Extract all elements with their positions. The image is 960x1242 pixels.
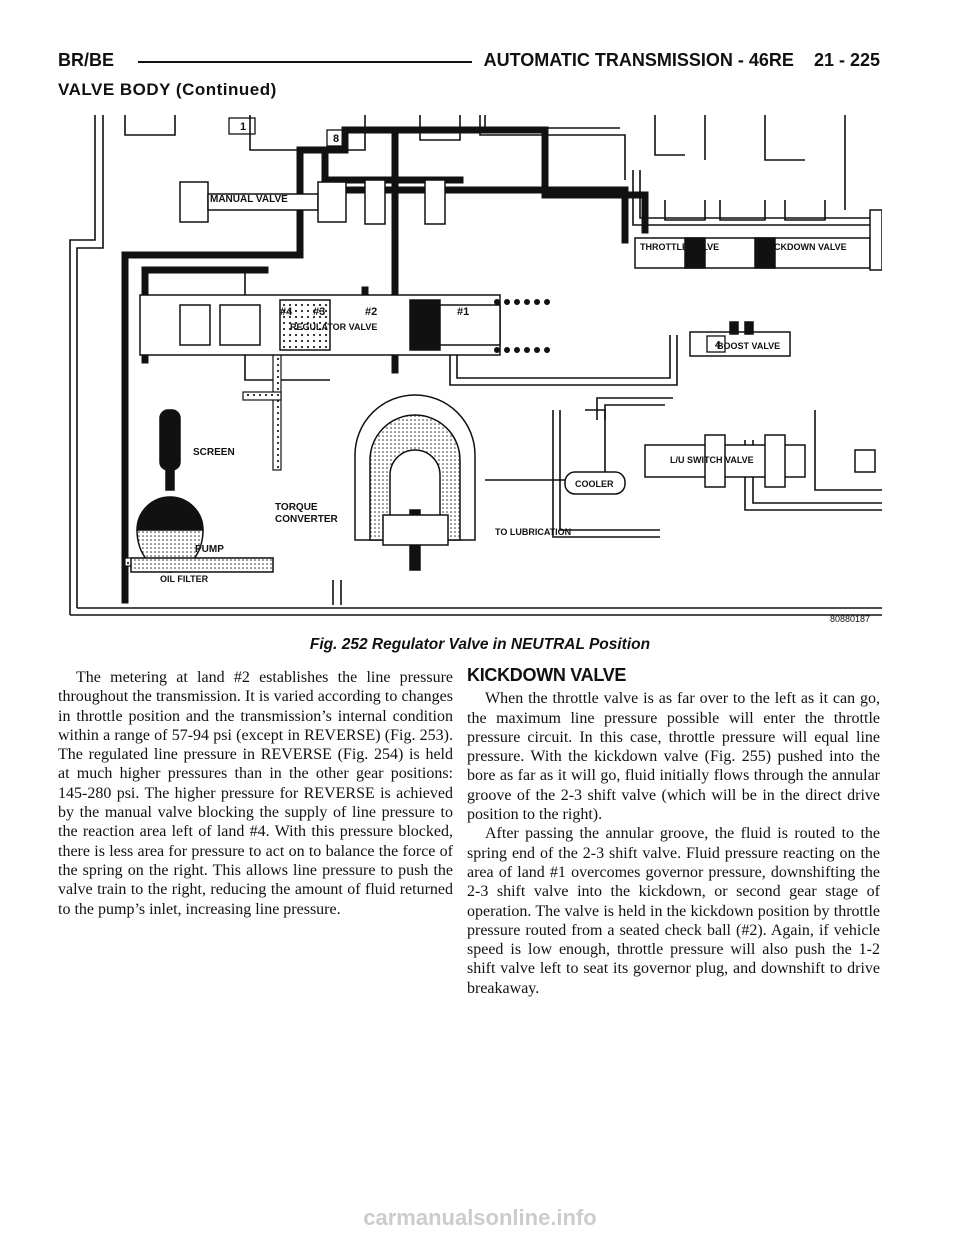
right-paragraph-2: After passing the annular groove, the fl… [467, 825, 880, 997]
land-3-label: #3 [313, 306, 325, 318]
to-lubrication-label: TO LUBRICATION [495, 527, 571, 537]
boost-valve-label: BOOST VALVE [717, 341, 780, 351]
diagram-labels: MANUAL VALVE THROTTLE VALVE KICKDOWN VAL… [160, 121, 870, 624]
land-2-label: #2 [365, 306, 377, 318]
left-column: The metering at land #2 establishes the … [58, 668, 453, 919]
torque-converter-body [354, 394, 476, 571]
header-title-block: AUTOMATIC TRANSMISSION - 46RE 21 - 225 [484, 50, 880, 71]
diagram-outline-lines [69, 115, 882, 616]
throttle-kickdown-body [634, 209, 883, 271]
oil-filter-label: OIL FILTER [160, 574, 209, 584]
pump-label: PUMP [195, 544, 224, 555]
regulator-valve-body [139, 294, 501, 356]
figure-caption: Fig. 252 Regulator Valve in NEUTRAL Posi… [309, 636, 651, 653]
watermark: carmanualsonline.info [363, 1205, 597, 1230]
screen-label: SCREEN [193, 447, 235, 458]
section-title: VALVE BODY (Continued) [58, 80, 277, 99]
page-header: BR/BE AUTOMATIC TRANSMISSION - 46RE 21 - … [58, 50, 880, 74]
page-number: 21 - 225 [813, 50, 880, 70]
land-1-label: #1 [457, 306, 469, 318]
left-paragraph: The metering at land #2 establishes the … [58, 669, 453, 918]
regulator-valve-label: REGULATOR VALVE [290, 322, 377, 332]
check-ball-4-icon [706, 335, 726, 353]
land-4-label: #4 [280, 306, 293, 318]
check-ball-4-label: 4 [715, 340, 721, 351]
check-ball-markers [228, 117, 726, 353]
kickdown-valve-label: KICKDOWN VALVE [765, 242, 847, 252]
torque-converter-label-1: TORQUE [275, 502, 318, 513]
cooler-body [564, 471, 626, 495]
regulator-spring-dots [494, 299, 550, 353]
cooler-label: COOLER [575, 479, 614, 489]
check-ball-8-icon [326, 129, 348, 147]
header-title: AUTOMATIC TRANSMISSION - 46RE [483, 50, 794, 70]
kickdown-valve-heading: KICKDOWN VALVE [467, 665, 627, 685]
manual-valve-body [179, 179, 446, 225]
throttle-valve-label: THROTTLE VALVE [640, 242, 719, 252]
hydraulic-diagram: MANUAL VALVE THROTTLE VALVE KICKDOWN VAL… [65, 110, 883, 628]
check-ball-8-label: 8 [333, 133, 339, 145]
check-ball-1-icon [228, 117, 256, 135]
lu-switch-valve-label: L/U SWITCH VALVE [670, 455, 754, 465]
header-rule [138, 61, 472, 63]
right-column: KICKDOWN VALVE When the throttle valve i… [467, 665, 880, 998]
figure-id: 80880187 [830, 614, 870, 624]
filter-and-pump-body [130, 409, 274, 573]
right-paragraph-1: When the throttle valve is as far over t… [467, 690, 880, 824]
header-model: BR/BE [58, 50, 115, 70]
check-ball-1-label: 1 [240, 121, 246, 133]
manual-valve-label: MANUAL VALVE [210, 194, 288, 205]
lu-switch-valve-body [644, 434, 876, 488]
torque-converter-label-2: CONVERTER [275, 514, 339, 525]
